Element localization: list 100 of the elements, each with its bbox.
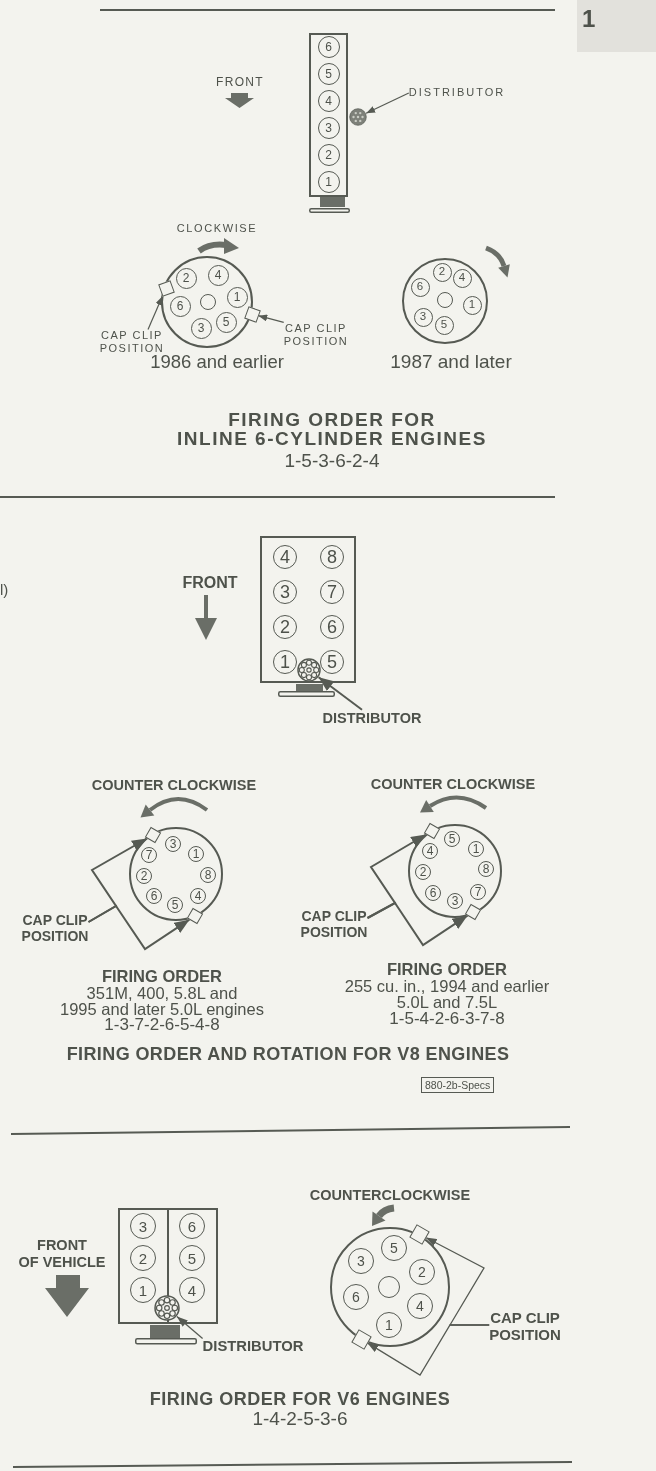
cylinder-circle: 7	[320, 580, 344, 604]
distributor-cap	[330, 1227, 450, 1347]
engine-list: 351M, 400, 5.8L and 1995 and later 5.0L engines	[60, 984, 264, 1017]
cylinder-circle: 8	[478, 861, 494, 877]
direction-label: FRONT	[216, 76, 264, 90]
cylinder-circle: 3	[447, 893, 463, 909]
cylinder-circle: 6	[410, 277, 430, 297]
cylinder-circle: 4	[207, 264, 229, 286]
cylinder-circle: 1	[317, 171, 340, 193]
cap-clip	[186, 907, 204, 925]
cylinder-circle: 6	[146, 888, 162, 904]
leader-line	[366, 901, 469, 947]
cylinder-circle: 6	[317, 36, 340, 58]
cylinder-circle: 6	[169, 295, 191, 317]
leader-line	[317, 676, 363, 711]
firing-order: 1-5-3-6-2-4	[284, 449, 380, 471]
cylinder-circle: 6	[320, 615, 344, 639]
direction-label: FRONT OF VEHICLE	[18, 1237, 106, 1271]
cylinder-circle: 6	[343, 1284, 369, 1310]
cylinder-circle: 7	[141, 847, 157, 863]
cylinder-circle: 5	[320, 650, 344, 674]
cylinder-circle: 5	[381, 1235, 407, 1261]
cylinder-circle: 2	[136, 868, 152, 884]
leader-line	[176, 1315, 204, 1340]
cylinder-circle: 4	[179, 1277, 205, 1303]
firing-order: 1-3-7-2-6-5-4-8	[104, 1017, 220, 1033]
firing-order-heading: FIRING ORDER	[101, 968, 223, 984]
cylinder-circle: 4	[190, 888, 206, 904]
cylinder-circle: 2	[317, 144, 340, 166]
callout-label: CAP CLIP POSITION	[21, 912, 89, 944]
cylinder-circle: 5	[167, 897, 183, 913]
firing-order: 1-5-4-2-6-3-7-8	[389, 1011, 505, 1027]
callout-label: DISTRIBUTOR	[408, 85, 506, 99]
cylinder-circle: 2	[130, 1245, 156, 1271]
section-heading: FIRING ORDER FOR V6 ENGINES	[149, 1389, 451, 1409]
cylinder-circle: 1	[468, 841, 484, 857]
cylinder-circle: 1	[462, 295, 482, 315]
leader-line	[366, 1324, 490, 1376]
cap-clip	[157, 279, 175, 297]
engine-list: 255 cu. in., 1994 and earlier 5.0L and 7.5L	[344, 978, 550, 1010]
engine-block	[260, 536, 356, 683]
cylinder-circle: 5	[215, 311, 237, 333]
distributor-cap	[129, 827, 223, 921]
direction-label: FRONT	[182, 573, 238, 593]
distributor-symbol	[154, 1295, 180, 1321]
cylinder-circle: 3	[165, 836, 181, 852]
callout-label: CAP CLIP POSITION	[489, 1309, 561, 1343]
cylinder-circle: 2	[415, 864, 431, 880]
page-number: 1	[582, 5, 596, 33]
year-label: 1987 and later	[390, 351, 512, 373]
text-fragment: l)	[0, 581, 9, 599]
rotation-label: CLOCKWISE	[176, 221, 258, 235]
cylinder-circle: 3	[190, 317, 212, 339]
cylinder-circle: 4	[407, 1293, 433, 1319]
engine-block	[309, 33, 348, 197]
figure-id: 880-2b-Specs	[421, 1077, 495, 1093]
section-heading: FIRING ORDER AND ROTATION FOR V8 ENGINES	[66, 1043, 510, 1065]
cylinder-circle: 3	[130, 1213, 156, 1239]
cylinder-circle: 4	[317, 90, 340, 112]
cap-clip	[243, 305, 261, 323]
cylinder-circle: 7	[470, 884, 486, 900]
cylinder-circle: 2	[175, 267, 197, 289]
cylinder-circle: 3	[348, 1248, 374, 1274]
cylinder-circle: 1	[130, 1277, 156, 1303]
cylinder-circle: 5	[179, 1245, 205, 1271]
cap-clip	[144, 826, 162, 844]
cylinder-circle: 1	[226, 286, 248, 308]
cylinder-circle: 1	[273, 650, 297, 674]
cap-clip	[423, 822, 441, 840]
distributor-symbol	[297, 658, 321, 682]
cap-clip	[464, 903, 482, 921]
distributor-cap	[161, 256, 253, 348]
cylinder-circle: 2	[273, 615, 297, 639]
cylinder-circle: 3	[273, 580, 297, 604]
cylinder-circle: 1	[376, 1312, 402, 1338]
cylinder-circle: 5	[317, 63, 340, 85]
cap-clip	[350, 1328, 372, 1350]
distributor-cap	[408, 824, 502, 918]
rotation-label: COUNTER CLOCKWISE	[370, 775, 536, 793]
cylinder-circle: 3	[413, 307, 433, 327]
cylinder-circle: 8	[320, 545, 344, 569]
leader-line	[87, 904, 191, 951]
callout-label: DISTRIBUTOR	[322, 709, 422, 727]
cylinder-circle: 3	[317, 117, 340, 139]
cylinder-circle: 4	[452, 268, 472, 288]
firing-order-heading: FIRING ORDER	[386, 961, 508, 977]
cap-clip	[408, 1223, 430, 1245]
cylinder-circle: 1	[188, 846, 204, 862]
callout-label: DISTRIBUTOR	[202, 1338, 304, 1356]
distributor-cap	[402, 258, 488, 344]
firing-order: 1-4-2-5-3-6	[252, 1409, 348, 1429]
cylinder-circle: 5	[444, 831, 460, 847]
cylinder-circle: 5	[434, 315, 454, 335]
cylinder-circle: 2	[432, 262, 452, 282]
engine-block	[118, 1208, 218, 1324]
leader-line	[257, 314, 285, 323]
cylinder-circle: 8	[200, 867, 216, 883]
callout-label: CAP CLIP POSITION	[300, 908, 368, 940]
cylinder-circle: 4	[422, 843, 438, 859]
cylinder-circle: 6	[179, 1213, 205, 1239]
